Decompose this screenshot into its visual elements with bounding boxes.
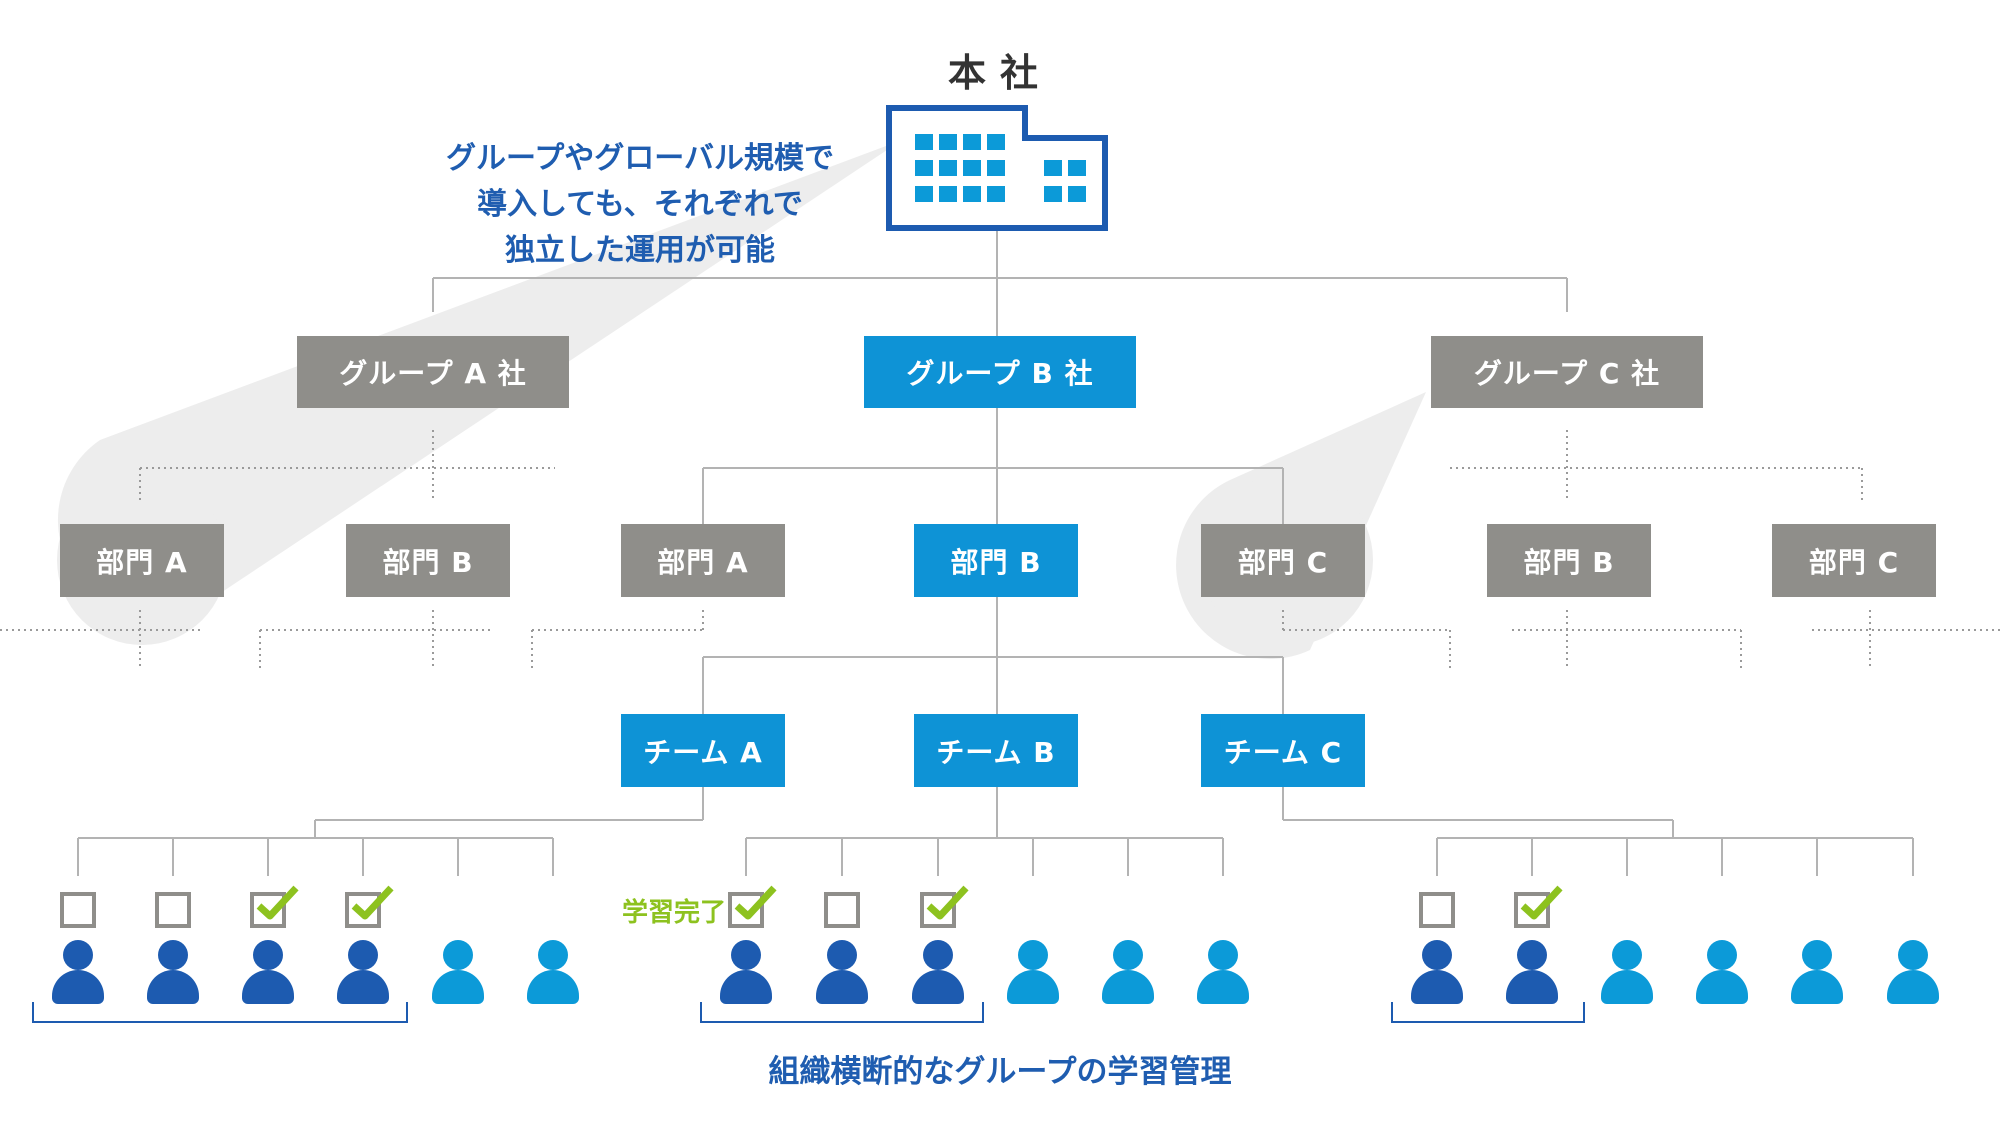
group-c-dept-b-box[interactable]: 部門 B [1487,524,1651,597]
person-head [1208,940,1238,970]
group-c-dept-c-box[interactable]: 部門 C [1772,524,1936,597]
person-icon [527,940,579,1006]
group-a-dept-a-box[interactable]: 部門 A [60,524,224,597]
person-head [538,940,568,970]
unchecked-checkbox[interactable] [60,892,96,928]
unchecked-checkbox[interactable] [155,892,191,928]
team-b-box[interactable]: チーム B [914,714,1078,787]
person-head [923,940,953,970]
person-head [443,940,473,970]
check-icon [351,885,394,920]
person-body [147,970,199,1004]
check-icon [1520,885,1563,920]
person-body [1007,970,1059,1004]
group-b-dept-b-box[interactable]: 部門 B [914,524,1078,597]
person-body [242,970,294,1004]
person-icon [912,940,964,1006]
person-icon [432,940,484,1006]
person-head [348,940,378,970]
person-head [1802,940,1832,970]
person-icon [1506,940,1558,1006]
headquarters-title: 本社 [947,51,1052,95]
person-body [1696,970,1748,1004]
person-body [816,970,868,1004]
person-body [1197,970,1249,1004]
person-icon [1007,940,1059,1006]
group-b-dept-c-box[interactable]: 部門 C [1201,524,1365,597]
person-icon [1696,940,1748,1006]
group-c-box[interactable]: グループ C 社 [1431,336,1703,408]
person-body [52,970,104,1004]
person-icon [1601,940,1653,1006]
person-icon [242,940,294,1006]
bracket-team-c [1391,1002,1585,1023]
person-icon [1411,940,1463,1006]
callout-line: グループやグローバル規模で [446,141,834,176]
check-icon [734,885,777,920]
person-body [1791,970,1843,1004]
person-icon [816,940,868,1006]
person-head [253,940,283,970]
person-icon [1197,940,1249,1006]
person-head [1422,940,1452,970]
person-icon [52,940,104,1006]
person-body [1601,970,1653,1004]
person-icon [147,940,199,1006]
person-icon [1887,940,1939,1006]
group-b-dept-a-box[interactable]: 部門 A [621,524,785,597]
person-head [63,940,93,970]
group-a-box[interactable]: グループ A 社 [297,336,569,408]
diagram-caption: 組織横断的なグループの学習管理 [768,1054,1232,1090]
person-icon [720,940,772,1006]
person-body [432,970,484,1004]
group-b-box[interactable]: グループ B 社 [864,336,1136,408]
person-body [1102,970,1154,1004]
person-head [1612,940,1642,970]
person-head [1113,940,1143,970]
person-head [158,940,188,970]
callout-line: 導入しても、それぞれで [477,187,803,222]
unchecked-checkbox[interactable] [824,892,860,928]
person-body [912,970,964,1004]
person-body [1411,970,1463,1004]
person-icon [337,940,389,1006]
person-head [1898,940,1928,970]
person-body [527,970,579,1004]
person-head [1517,940,1547,970]
unchecked-checkbox[interactable] [1419,892,1455,928]
person-icon [1791,940,1843,1006]
check-icon [256,885,299,920]
callout-text: グループやグローバル規模で 導入しても、それぞれで 独立した運用が可能 [400,136,880,274]
check-icon [926,885,969,920]
person-body [1887,970,1939,1004]
person-head [827,940,857,970]
bracket-team-b [700,1002,984,1023]
person-head [1018,940,1048,970]
learned-label: 学習完了 [621,898,726,928]
person-head [731,940,761,970]
callout-line: 独立した運用が可能 [505,233,775,268]
person-body [337,970,389,1004]
group-a-dept-b-box[interactable]: 部門 B [346,524,510,597]
team-a-box[interactable]: チーム A [621,714,785,787]
person-body [720,970,772,1004]
person-head [1707,940,1737,970]
person-body [1506,970,1558,1004]
bracket-team-a [32,1002,408,1023]
team-c-box[interactable]: チーム C [1201,714,1365,787]
person-icon [1102,940,1154,1006]
